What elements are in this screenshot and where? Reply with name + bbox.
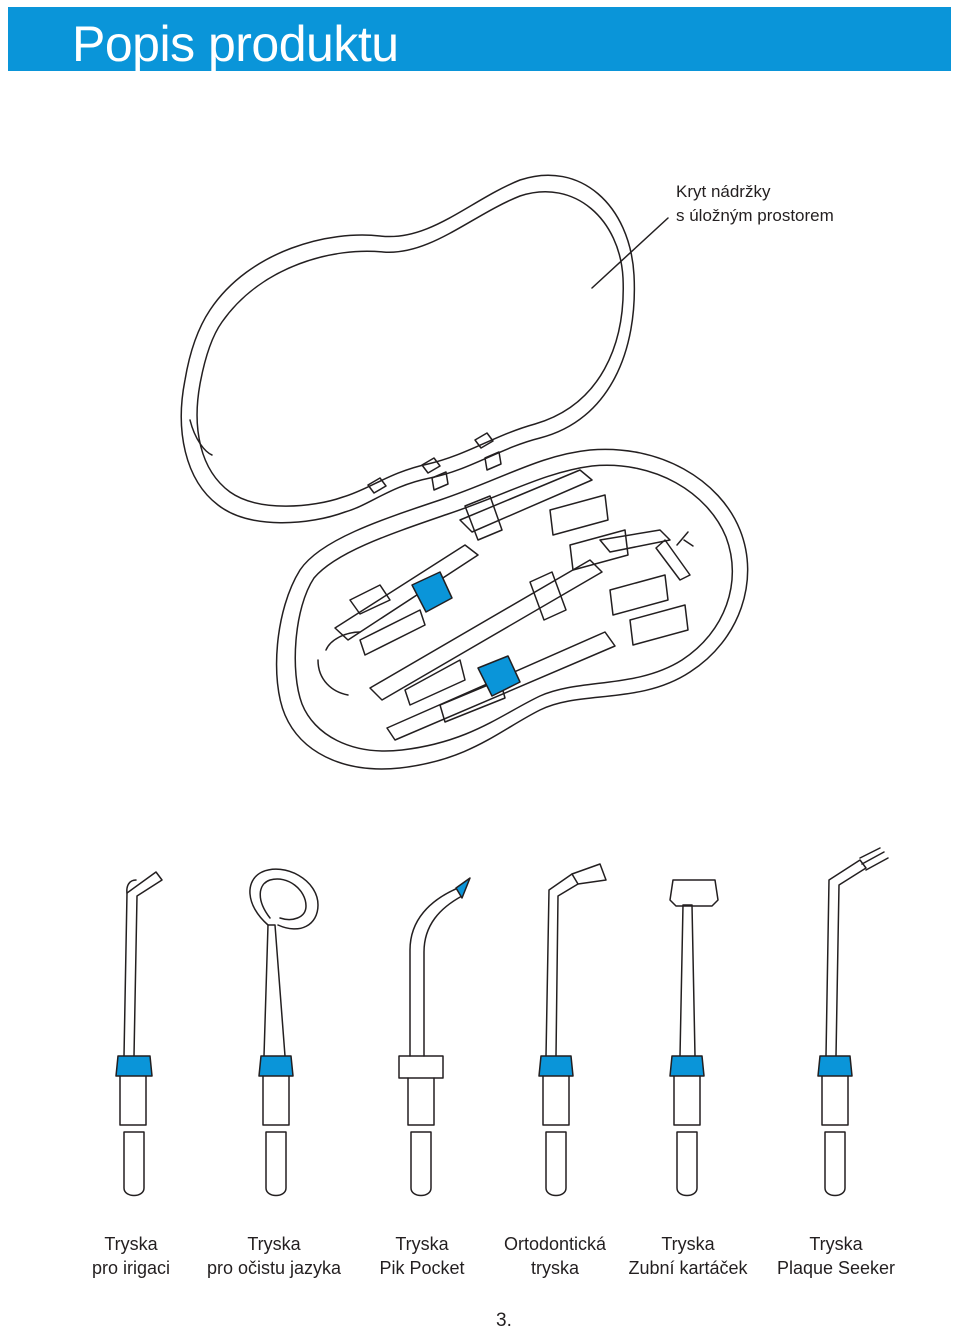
caption-line1: Tryska — [809, 1234, 863, 1254]
case-callout-line2: s úložným prostorem — [676, 206, 834, 225]
tip-toothbrush-drawing — [669, 879, 719, 1057]
caption-line1: Tryska — [104, 1234, 158, 1254]
tip-plaque-seeker-drawing — [825, 847, 889, 1057]
case-lid-drawing — [180, 174, 636, 524]
caption-line2: Plaque Seeker — [776, 1258, 896, 1278]
page-title: Popis produktu — [72, 16, 399, 72]
tip-orthodontic-drawing — [545, 863, 607, 1057]
tip-pik-pocket-accent — [455, 877, 471, 899]
caption-plaque-seeker: Tryska Plaque Seeker — [751, 1232, 921, 1280]
page-number: 3. — [496, 1310, 512, 1331]
callout-leader-line — [591, 217, 669, 289]
caption-line2: Pik Pocket — [379, 1258, 465, 1278]
tips-lower-bodies — [119, 1075, 849, 1197]
case-hinges — [367, 432, 502, 494]
case-tips-accent — [411, 571, 521, 697]
header-bar: Popis produktu — [8, 7, 951, 71]
caption-line2: pro očistu jazyka — [206, 1258, 342, 1278]
caption-line1: Tryska — [247, 1234, 301, 1254]
caption-irrigation: Tryska pro irigaci — [46, 1232, 216, 1280]
case-callout: Kryt nádržky s úložným prostorem — [676, 180, 834, 228]
caption-line1: Tryska — [661, 1234, 715, 1254]
case-tray-drawing — [275, 448, 749, 770]
tip-captions: Tryska pro irigaci Tryska pro očistu jaz… — [0, 1232, 960, 1292]
case-tips-drawing — [334, 469, 694, 741]
caption-line2: pro irigaci — [91, 1258, 171, 1278]
case-callout-line1: Kryt nádržky — [676, 182, 771, 201]
caption-line1: Tryska — [395, 1234, 449, 1254]
caption-orthodontic: Ortodontická tryska — [470, 1232, 640, 1280]
caption-pik-pocket: Tryska Pik Pocket — [337, 1232, 507, 1280]
tips-collars-accent — [115, 1055, 853, 1077]
caption-line1: Ortodontická — [503, 1234, 607, 1254]
caption-line2: Zubní kartáček — [628, 1258, 748, 1278]
tip-irrigation-drawing — [123, 871, 163, 1057]
tip-pik-pocket-drawing — [398, 887, 463, 1079]
tip-tongue-cleaner-drawing — [249, 868, 319, 1057]
caption-tongue-cleaner: Tryska pro očistu jazyka — [189, 1232, 359, 1280]
caption-line2: tryska — [530, 1258, 579, 1278]
caption-toothbrush: Tryska Zubní kartáček — [603, 1232, 773, 1280]
